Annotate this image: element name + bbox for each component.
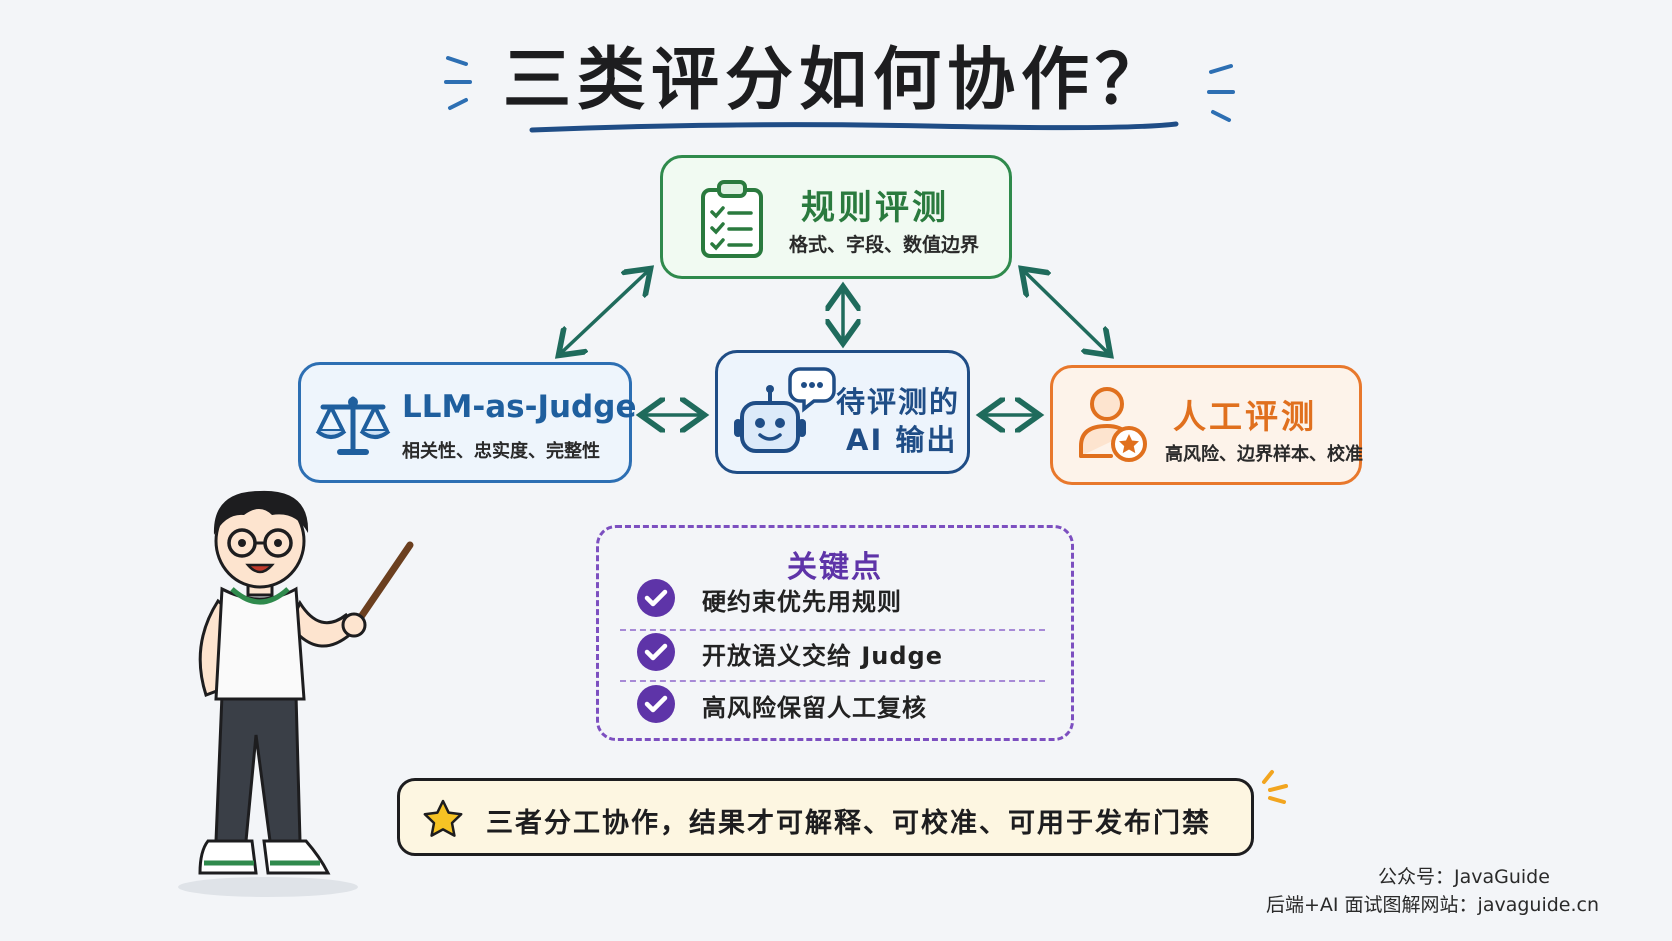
key-points-title: 关键点 <box>787 550 883 585</box>
footer-wechat-account: 公众号：JavaGuide <box>1378 866 1550 888</box>
key-point-text: 开放语义交给 Judge <box>702 642 944 670</box>
node-ai-title-line2: AI 输出 <box>846 423 958 457</box>
title-underline <box>529 121 1179 133</box>
summary-banner-text: 三者分工协作，结果才可解释、可校准、可用于发布门禁 <box>486 808 1211 839</box>
person-star-icon <box>1079 387 1147 462</box>
robot-chat-icon <box>734 367 836 453</box>
node-rule-evaluation: 规则评测 格式、字段、数值边界 <box>660 155 1012 279</box>
node-human-subtitle: 高风险、边界样本、校准 <box>1165 444 1363 465</box>
check-circle-icon <box>637 579 675 617</box>
title-deco-left <box>444 56 472 110</box>
node-human-title: 人工评测 <box>1173 397 1317 436</box>
node-rule-subtitle: 格式、字段、数值边界 <box>789 234 980 256</box>
key-points-box: 关键点 <box>596 525 1074 741</box>
key-points-divider <box>620 680 1045 682</box>
title-deco-right <box>1207 64 1235 122</box>
key-points-divider <box>620 629 1045 631</box>
node-human-evaluation: 人工评测 高风险、边界样本、校准 <box>1050 365 1363 485</box>
arrow-rule-llm <box>561 271 648 353</box>
arrow-rule-human <box>1024 271 1108 353</box>
node-ai-output: 待评测的 AI 输出 <box>715 350 970 474</box>
node-ai-title-line1: 待评测的 <box>836 385 961 419</box>
balance-scale-icon <box>315 396 391 455</box>
key-point-text: 硬约束优先用规则 <box>702 588 902 616</box>
node-rule-title: 规则评测 <box>801 188 949 228</box>
banner-sparkle-deco <box>1262 770 1288 804</box>
clipboard-checklist-icon <box>701 180 763 258</box>
key-point-text: 高风险保留人工复核 <box>702 694 927 722</box>
node-llm-title: LLM-as-Judge <box>402 389 637 425</box>
node-llm-as-judge: LLM-as-Judge 相关性、忠实度、完整性 <box>298 362 636 483</box>
page-title: 三类评分如何协作？ <box>502 41 1169 120</box>
summary-banner: 三者分工协作，结果才可解释、可校准、可用于发布门禁 <box>397 778 1254 856</box>
check-circle-icon <box>637 685 675 723</box>
star-icon <box>423 799 463 837</box>
footer-website[interactable]: 后端+AI 面试图解网站：javaguide.cn <box>1266 894 1600 916</box>
node-llm-subtitle: 相关性、忠实度、完整性 <box>402 441 600 462</box>
check-circle-icon <box>637 633 675 671</box>
teacher-character-illustration <box>178 490 414 897</box>
